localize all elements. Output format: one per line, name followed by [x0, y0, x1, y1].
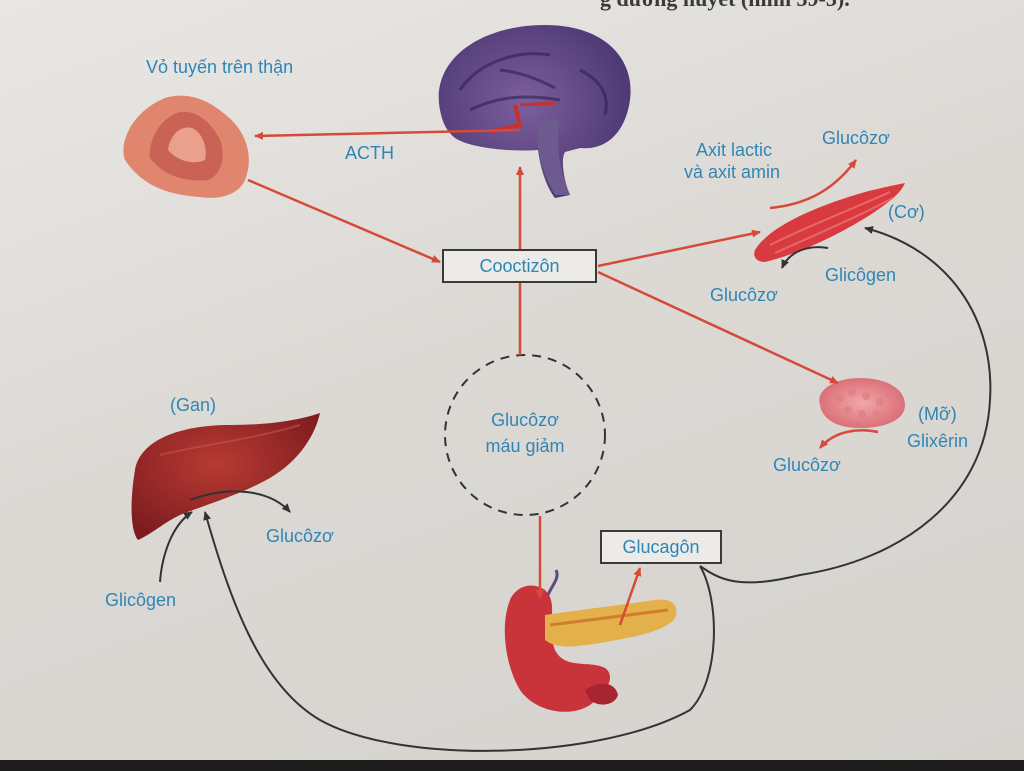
fat-glucose-label: Glucôzơ: [773, 455, 841, 475]
fat-glycerin-label: Glixêrin: [907, 431, 969, 451]
liver-icon: [131, 413, 320, 540]
glycerin-to-glucose-arrow: [819, 429, 879, 449]
muscle-input-label-2: và axit amin: [684, 162, 781, 182]
brain-icon: [438, 25, 631, 198]
glycogen-to-liver-arrow: [159, 511, 193, 583]
liver-glucose-label: Glucôzơ: [266, 526, 334, 546]
hormone-arrows: [247, 128, 879, 626]
adrenal-label: Vỏ tuyến trên thận: [146, 57, 294, 77]
bottom-frame-bar: [0, 760, 1024, 771]
cropped-header-text: g đường huyết (hình 39-3).: [600, 0, 850, 12]
muscle-input-label-1: Axit lactic: [696, 140, 773, 160]
fat-name-label: (Mỡ): [918, 404, 957, 424]
glucagon-to-muscle-arrow: [699, 226, 992, 584]
liver-glycogen-label: Glicôgen: [105, 590, 177, 610]
glucagon-box: Glucagôn: [600, 530, 722, 564]
cooctizon-to-muscle-arrow: [597, 229, 761, 268]
liver-name-label: (Gan): [170, 395, 217, 415]
fat-tissue-icon: [819, 378, 905, 428]
muscle-glycogen-label: Glicôgen: [825, 265, 897, 285]
muscle-glucose-bottom-label: Glucôzơ: [710, 285, 778, 305]
acth-label: ACTH: [345, 143, 394, 163]
adrenal-gland-icon: [123, 95, 249, 198]
cooctizon-box: Cooctizôn: [442, 249, 597, 283]
acth-arrow: [254, 128, 521, 140]
muscle-glycogen-arrow: [781, 246, 829, 269]
muscle-name-label: (Cơ): [888, 202, 925, 222]
glucagon-to-liver-arrow: [203, 511, 715, 752]
muscle-glucose-arrow: [769, 159, 858, 210]
pancreas-to-glucagon-arrow: [618, 567, 642, 626]
blood-glucose-label-1: Glucôzơ: [491, 410, 559, 430]
conversion-arrows: [159, 226, 992, 752]
blood-glucose-label-2: máu giảm: [485, 436, 565, 456]
blood-glucose-circle: [444, 354, 606, 516]
cooctizon-to-fat-arrow: [597, 270, 839, 385]
liver-glucose-arrow: [189, 490, 291, 513]
muscle-glucose-top-label: Glucôzơ: [822, 128, 890, 148]
pancreas-icon: [504, 569, 677, 712]
muscle-icon: [754, 183, 905, 262]
adrenal-to-cooctizon-arrow: [247, 178, 441, 264]
